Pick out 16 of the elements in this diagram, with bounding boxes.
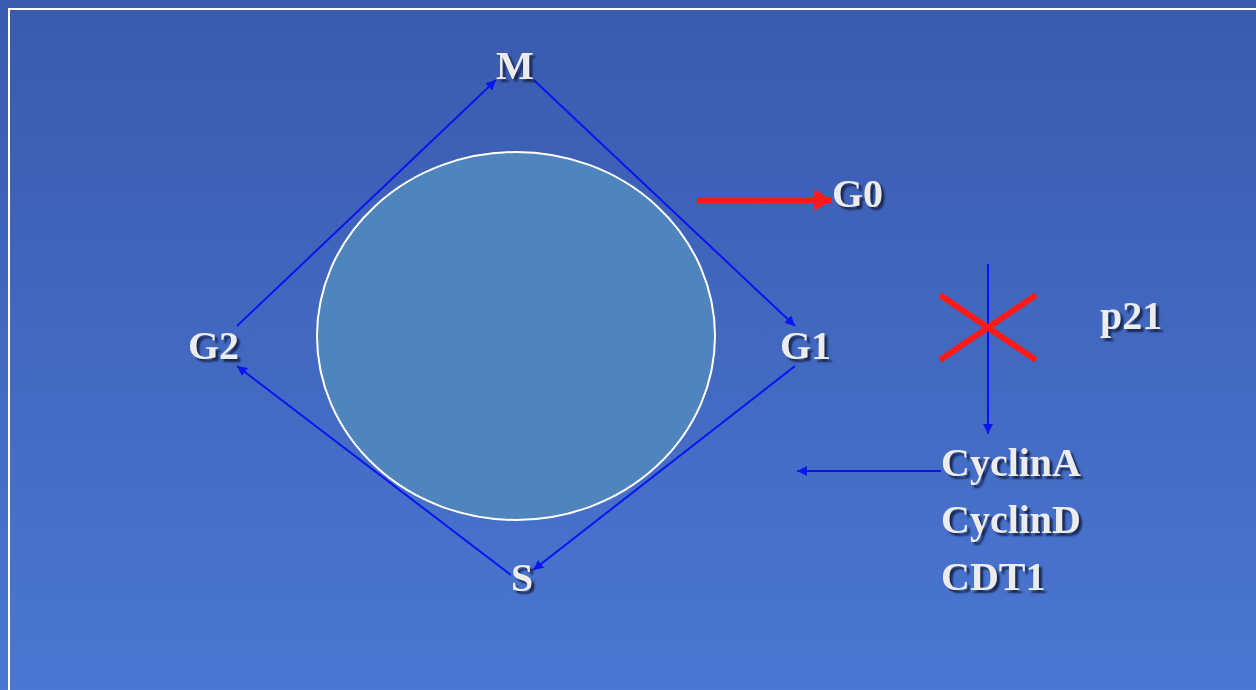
phase-label: S <box>511 558 534 598</box>
phase-label: G0 <box>832 174 884 214</box>
phase-label: G1 <box>780 326 832 366</box>
factor-name: CDT1 <box>941 553 1046 601</box>
phase-label: p21 <box>1100 296 1163 336</box>
phase-label: G2 <box>188 326 240 366</box>
arrow <box>796 466 942 476</box>
phase-label: M <box>496 46 534 86</box>
arrow <box>236 365 512 576</box>
arrow <box>532 365 796 571</box>
factor-name: CyclinA <box>941 439 1081 487</box>
factor-name: CyclinD <box>941 496 1081 544</box>
arrow <box>697 189 832 211</box>
arrow <box>236 79 497 327</box>
cell-circle <box>316 151 716 521</box>
arrow <box>983 263 993 435</box>
